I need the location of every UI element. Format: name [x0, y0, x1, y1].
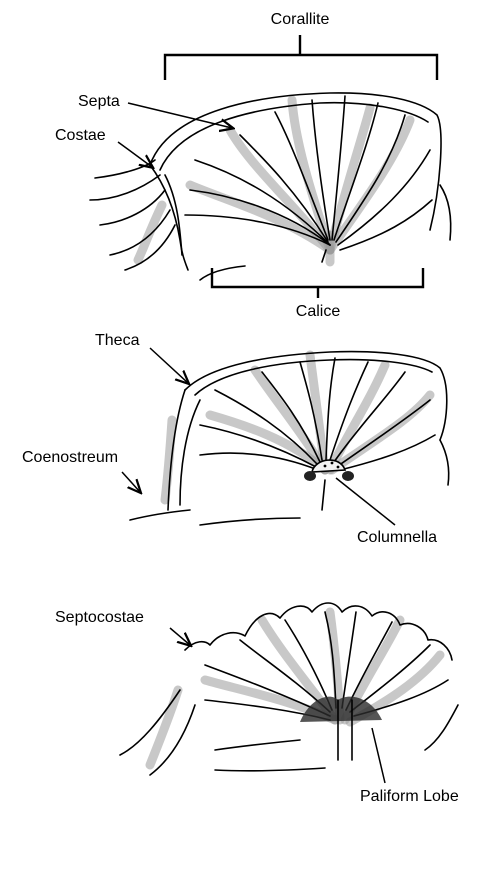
coenostreum-leader [121, 471, 140, 492]
figure-paliform: Septocostae Paliform Lobe [55, 602, 459, 805]
label-costae: Costae [55, 127, 106, 144]
columnella-leader [335, 477, 396, 526]
figure-columnella: Theca Coenostreum Columnella [22, 332, 450, 546]
label-theca: Theca [95, 332, 140, 349]
paliform-lobe-leader [371, 727, 386, 784]
calice-bracket [210, 268, 425, 298]
paliform-lobes [300, 696, 382, 722]
label-corallite: Corallite [271, 11, 330, 28]
label-septa: Septa [78, 93, 120, 110]
label-septocostae: Septocostae [55, 609, 144, 626]
columnella-dome [310, 459, 347, 473]
septa-leader [127, 102, 232, 128]
septa-lines-2 [199, 357, 436, 471]
label-calice: Calice [296, 303, 341, 320]
label-coenostreum: Coenostreum [22, 449, 118, 466]
figure-corallite: Corallite Septa Costae Calice [55, 11, 452, 320]
corallite-bracket [163, 35, 439, 80]
corallite-rim [149, 92, 442, 231]
septa-lines [184, 95, 433, 263]
septocostae-rim [184, 602, 453, 661]
label-paliform-lobe: Paliform Lobe [360, 788, 459, 805]
costae-lines [89, 159, 452, 281]
label-columnella: Columnella [357, 529, 437, 546]
theca-leader [149, 347, 188, 383]
costae-leader [117, 141, 152, 167]
septocostae-leader [169, 627, 190, 645]
